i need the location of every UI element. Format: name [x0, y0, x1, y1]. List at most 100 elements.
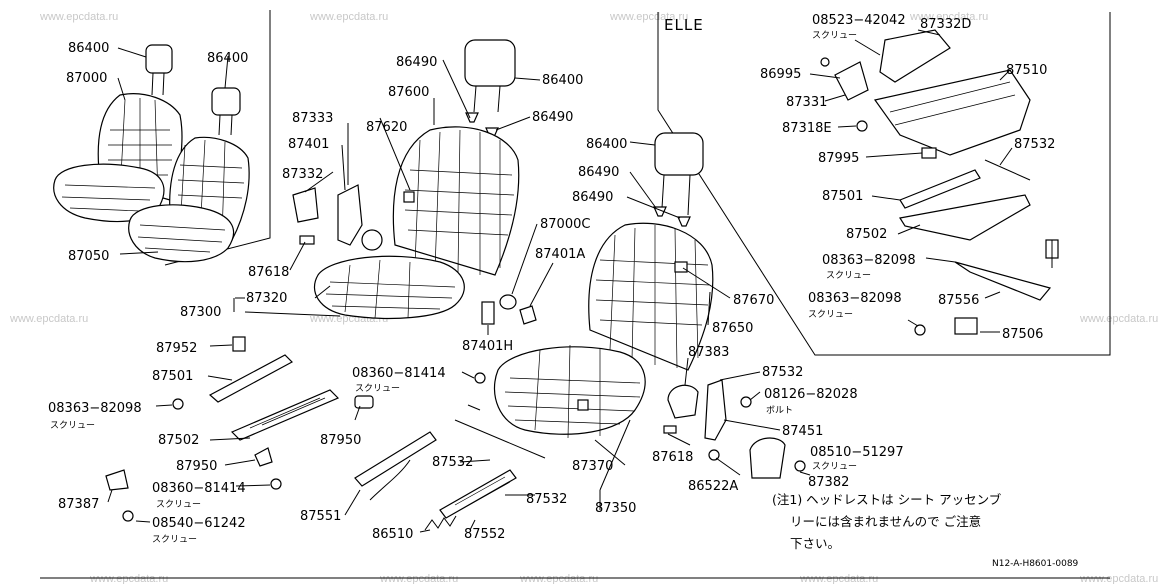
watermark: www.epcdata.ru	[609, 11, 688, 23]
rail-87552	[439, 469, 517, 519]
seat-cushion-87320	[313, 255, 465, 319]
cover-87383	[667, 384, 699, 419]
cover-87332	[292, 187, 319, 223]
label-87600: 87600	[388, 85, 429, 100]
wire-87532-a	[454, 419, 546, 459]
label-08363-82098: 08363−82098	[808, 291, 902, 306]
label-08523-42042: 08523−42042	[812, 13, 906, 28]
label-87000C: 87000C	[540, 217, 590, 232]
cover-87331	[834, 61, 869, 101]
label-87383: 87383	[688, 345, 729, 360]
knob-87401A	[519, 305, 537, 325]
bolt-08126	[740, 396, 752, 408]
seat-cushion-87370	[493, 346, 646, 435]
watermark: www.epcdata.ru	[309, 11, 388, 23]
label-87050: 87050	[68, 249, 109, 264]
clip-86522A	[708, 449, 720, 461]
sublabel-bolt: ボルト	[766, 405, 793, 416]
label-87650: 87650	[712, 321, 753, 336]
rail-87501-a	[208, 354, 293, 403]
label-87618: 87618	[652, 450, 693, 465]
screw-08523	[820, 57, 830, 67]
label-08540-61242: 08540−61242	[152, 516, 246, 531]
label-86522A: 86522A	[688, 479, 738, 494]
label-87551: 87551	[300, 509, 341, 524]
label-87320: 87320	[246, 291, 287, 306]
part-87952	[232, 336, 246, 352]
clip-87618-b	[663, 425, 677, 434]
knob-87950-b	[254, 447, 273, 467]
handle-87401H	[481, 301, 495, 325]
seat-back-87600	[392, 126, 520, 276]
seat-pair-left	[53, 44, 250, 263]
elle-parts	[820, 29, 1059, 336]
label-87502: 87502	[158, 433, 199, 448]
label-87950: 87950	[176, 459, 217, 474]
label-08360-81414: 08360−81414	[352, 366, 446, 381]
section-label: ELLE	[664, 16, 704, 34]
label-87401H: 87401H	[462, 339, 513, 354]
watermark: www.epcdata.ru	[1079, 573, 1158, 584]
label-87532: 87532	[762, 365, 803, 380]
sublabel-screw: スクリュー	[50, 420, 95, 431]
label-86490: 86490	[532, 110, 573, 125]
sublabel-screw: スクリュー	[355, 383, 400, 394]
back-clip-87670	[674, 261, 688, 273]
sublabel-screw: スクリュー	[152, 534, 197, 545]
label-86400: 86400	[207, 51, 248, 66]
cover-87382	[749, 437, 786, 479]
screw-08360-a	[474, 372, 486, 384]
label-08510-51297: 08510−51297	[810, 445, 904, 460]
label-87532: 87532	[526, 492, 567, 507]
part-87506	[954, 317, 978, 335]
label-86400: 86400	[68, 41, 109, 56]
sublabel-screw: スクリュー	[826, 270, 871, 281]
label-87510: 87510	[1006, 63, 1047, 78]
rail-87501-b	[899, 169, 981, 209]
note-line-3: 下さい。	[790, 536, 840, 551]
label-86995: 86995	[760, 67, 801, 82]
label-86490: 86490	[578, 165, 619, 180]
label-86400: 86400	[586, 137, 627, 152]
label-87451: 87451	[782, 424, 823, 439]
label-87000: 87000	[66, 71, 107, 86]
guide-86490-d	[677, 216, 691, 227]
screw-08360-b	[270, 478, 282, 490]
label-86490: 86490	[396, 55, 437, 70]
label-86510: 86510	[372, 527, 413, 542]
label-87370: 87370	[572, 459, 613, 474]
screw-08363-c	[914, 324, 926, 336]
knob-87333	[361, 229, 383, 251]
seat-right	[493, 132, 806, 479]
knob-87950-a	[354, 395, 374, 409]
screw-08363-a	[172, 398, 184, 410]
rail-87551	[354, 431, 437, 487]
label-87401A: 87401A	[535, 247, 585, 262]
label-08363-82098: 08363−82098	[822, 253, 916, 268]
bracket-87556	[954, 261, 1052, 301]
sublabel-screw: スクリュー	[812, 461, 857, 472]
label-87502: 87502	[846, 227, 887, 242]
part-87318E	[856, 120, 868, 132]
cap-87000C	[499, 294, 517, 310]
note-line-2: リーには含まれませんので ご注意	[790, 514, 981, 529]
label-87532: 87532	[1014, 137, 1055, 152]
label-87995: 87995	[818, 151, 859, 166]
label-87618: 87618	[248, 265, 289, 280]
slide-rails-left	[105, 336, 486, 522]
label-87401: 87401	[288, 137, 329, 152]
seat-cushion-87050	[128, 204, 234, 263]
label-87501: 87501	[152, 369, 193, 384]
label-87387: 87387	[58, 497, 99, 512]
footnote: (注1) ヘッドレストは シート アッセンブ リーには含まれませんので ご注意 …	[772, 492, 1002, 551]
label-87532: 87532	[432, 455, 473, 470]
sublabel-screw: スクリュー	[156, 499, 201, 510]
label-87332D: 87332D	[920, 17, 971, 32]
recliner-87451	[704, 379, 727, 441]
headrest-86400-c	[464, 39, 516, 87]
rail-87502-b	[899, 194, 1031, 241]
label-87556: 87556	[938, 293, 979, 308]
label-87552: 87552	[464, 527, 505, 542]
seat-back-87650	[588, 222, 714, 371]
